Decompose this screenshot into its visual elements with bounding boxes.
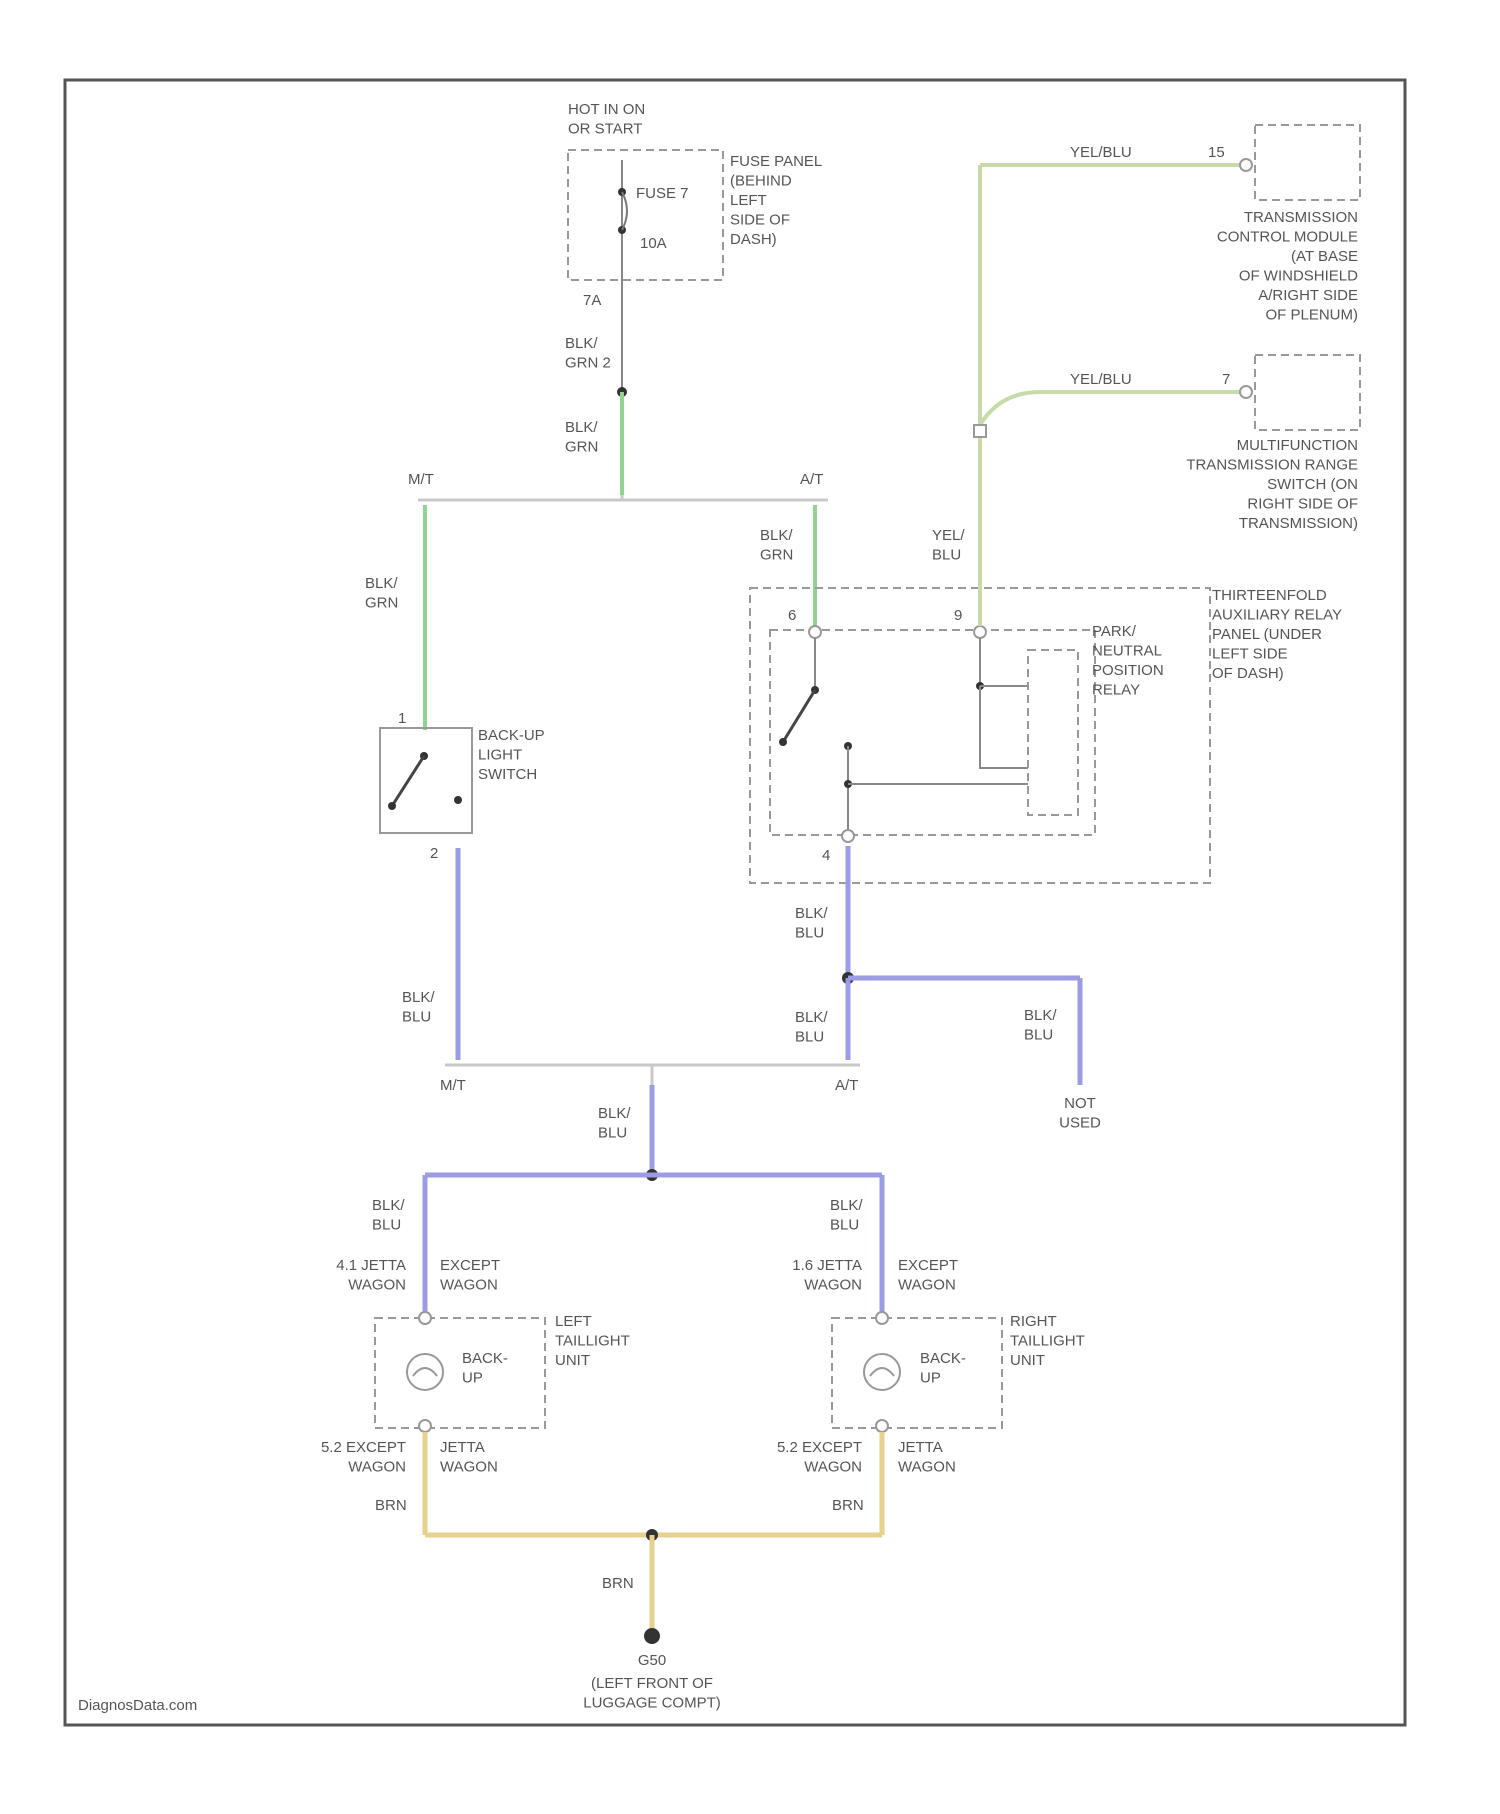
fuse-name: FUSE 7 — [636, 185, 689, 202]
wire-label-blk-blu-right: BLK/BLU — [830, 1197, 863, 1234]
wire-label-brn-left: BRN — [375, 1497, 407, 1514]
watermark: DiagnosData.com — [78, 1697, 197, 1714]
relay-pin-9: 9 — [954, 607, 962, 624]
relay-pin-6: 6 — [788, 607, 796, 624]
relay-terminal-6 — [809, 626, 821, 638]
range-switch-terminal — [1240, 386, 1252, 398]
fuse-terminal-label: 7A — [583, 292, 601, 309]
wire-label-yel-blu-range: YEL/BLU — [1070, 371, 1132, 388]
wire-label-blk-blu-at-upper: BLK/BLU — [795, 905, 828, 942]
wire-label-blk-grn-mt: BLK/GRN — [365, 575, 398, 612]
wire-label-yel-blu-tcm: YEL/BLU — [1070, 144, 1132, 161]
right-taillight-box — [832, 1318, 1002, 1428]
left-backup-bulb-icon — [407, 1354, 443, 1390]
backup-switch-pin-bottom: 2 — [430, 845, 438, 862]
backup-switch-contact-bottom — [454, 796, 462, 804]
wire-label-blk-grn-at: BLK/GRN — [760, 527, 793, 564]
backup-light-switch-box — [380, 728, 472, 833]
ground-id: G50 — [638, 1652, 666, 1669]
branch-label-at-top: A/T — [800, 471, 823, 488]
relay-terminal-9 — [974, 626, 986, 638]
relay-contact-pivot — [779, 738, 787, 746]
left-taillight-lamp-label: BACK-UP — [462, 1350, 508, 1387]
wire-label-yel-blu-vertical: YEL/BLU — [932, 527, 965, 564]
backup-switch-lever — [392, 756, 424, 806]
left-taillight-terminal-top — [419, 1312, 431, 1324]
tcm-terminal — [1240, 159, 1252, 171]
wire-label-blk-blu-left: BLK/BLU — [372, 1197, 405, 1234]
tcm-box — [1255, 125, 1360, 200]
relay-coil — [1028, 650, 1078, 815]
backup-switch-pin-top: 1 — [398, 710, 406, 727]
wire-label-brn-right: BRN — [832, 1497, 864, 1514]
range-switch-pin: 7 — [1222, 371, 1230, 388]
left-taillight-terminal-bottom — [419, 1420, 431, 1432]
wire-yel-blu-range-switch — [980, 392, 1240, 425]
diagram-frame — [65, 80, 1405, 1725]
wire-label-blk-blu-at-lower: BLK/BLU — [795, 1009, 828, 1046]
wire-label-blk-blu-not-used: BLK/BLU — [1024, 1007, 1057, 1044]
wire-label-brn-ground: BRN — [602, 1575, 634, 1592]
left-taillight-box — [375, 1318, 545, 1428]
pn-relay-box — [770, 630, 1095, 835]
wire-label-blk-blu-merge: BLK/BLU — [598, 1105, 631, 1142]
relay-pin-4: 4 — [822, 847, 830, 864]
branch-label-mt-top: M/T — [408, 471, 434, 488]
ground-icon — [644, 1628, 660, 1644]
fuse-rating: 10A — [640, 235, 667, 252]
wire-connector-junction — [974, 425, 986, 437]
relay-contact-lever — [783, 690, 815, 742]
branch-label-at-bottom: A/T — [835, 1077, 858, 1094]
relay-terminal-4 — [842, 830, 854, 842]
right-taillight-lamp-label: BACK-UP — [920, 1350, 966, 1387]
range-switch-box — [1255, 355, 1360, 430]
right-taillight-terminal-bottom — [876, 1420, 888, 1432]
left-bulb-filament — [413, 1368, 437, 1376]
right-bulb-filament — [870, 1368, 894, 1376]
right-backup-bulb-icon — [864, 1354, 900, 1390]
relay-coil-wiring — [980, 686, 1028, 768]
backup-switch-pivot — [388, 802, 396, 810]
wire-label-blk-blu-mt: BLK/BLU — [402, 989, 435, 1026]
branch-label-mt-bottom: M/T — [440, 1077, 466, 1094]
wire-label-blk-grn-2: BLK/GRN 2 — [565, 335, 611, 372]
tcm-pin: 15 — [1208, 144, 1225, 161]
right-taillight-terminal-top — [876, 1312, 888, 1324]
fuse-panel-box — [568, 150, 723, 280]
wire-label-blk-grn-main: BLK/GRN — [565, 419, 598, 456]
